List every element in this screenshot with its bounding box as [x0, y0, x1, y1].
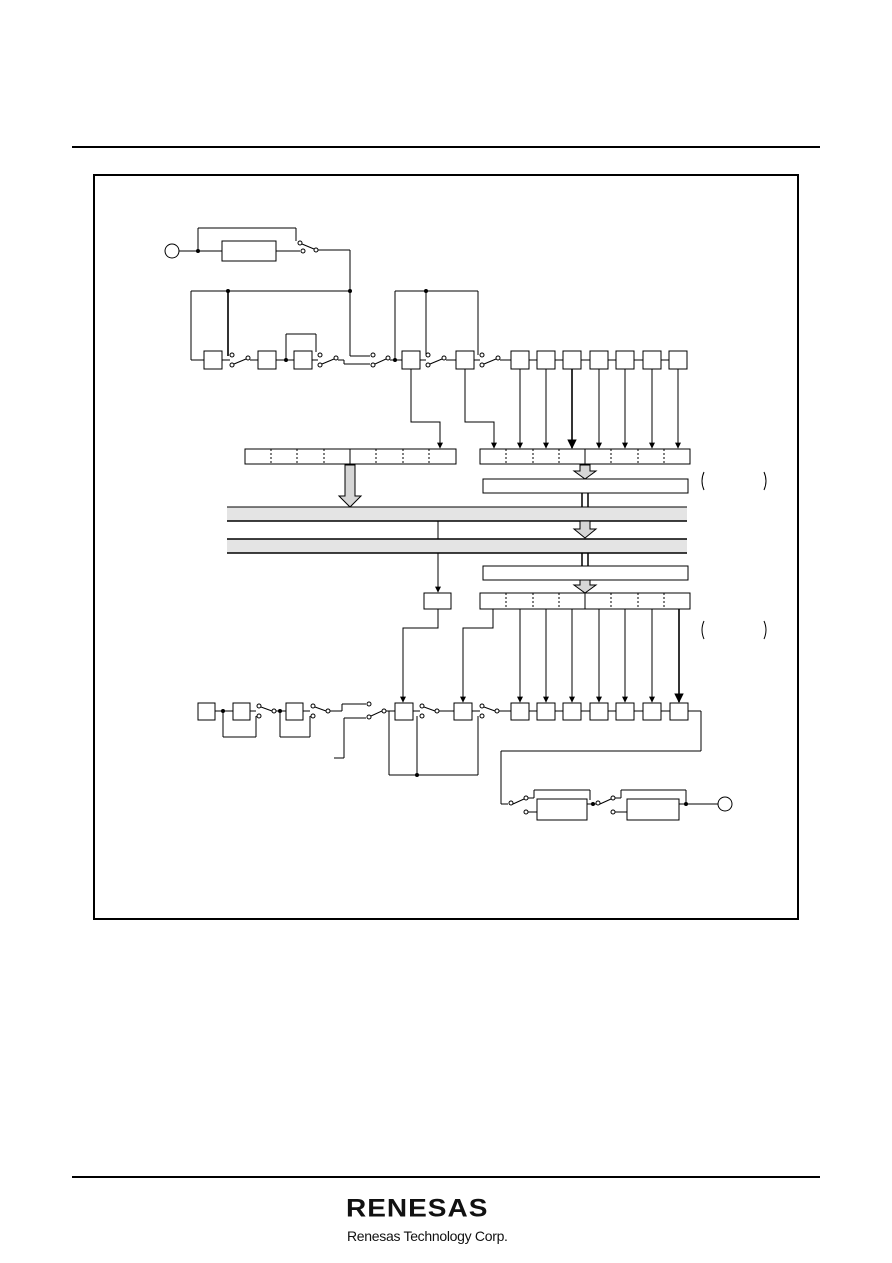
shift-register-cell	[536, 702, 556, 721]
status-latch	[423, 592, 452, 610]
shift-register-cell	[197, 702, 216, 721]
diagram-border	[93, 174, 799, 920]
shift-register-cell	[562, 702, 582, 721]
shift-register-cell	[510, 350, 530, 370]
shift-register-cell	[401, 350, 421, 370]
company-name: Renesas Technology Corp.	[347, 1228, 508, 1244]
shift-register-cell	[562, 350, 582, 370]
shift-register-cell	[285, 702, 304, 721]
shift-register-cell	[615, 702, 635, 721]
shift-register-cell	[615, 350, 635, 370]
footer-rule	[72, 1176, 820, 1178]
renesas-logo: RENESAS Renesas Technology Corp.	[346, 1194, 546, 1250]
upper-buffer-register	[482, 478, 689, 494]
output-terminal	[717, 796, 733, 812]
lower-buffer-register	[482, 565, 689, 581]
switch-contact	[297, 240, 303, 246]
switch-contact	[300, 248, 306, 254]
shift-register-cell	[536, 350, 556, 370]
input-filter-block	[221, 240, 277, 262]
output-filter-block-2	[626, 798, 680, 821]
shift-register-cell	[455, 350, 475, 370]
shift-register-cell	[257, 350, 277, 370]
shift-register-cell	[589, 350, 609, 370]
shift-register-cell	[293, 350, 313, 370]
input-terminal	[164, 243, 180, 259]
header-rule	[72, 146, 820, 148]
shift-register-cell	[510, 702, 530, 721]
data-bus-lower	[227, 539, 687, 553]
shift-register-cell	[668, 350, 688, 370]
output-filter-block-1	[536, 798, 588, 821]
logo-wordmark: RENESAS	[346, 1194, 489, 1222]
shift-register-cell	[394, 702, 414, 721]
shift-register-cell	[669, 702, 689, 721]
shift-register-cell	[203, 350, 223, 370]
switch-contact	[313, 247, 319, 253]
shift-register-cell	[453, 702, 473, 721]
data-bus-upper	[227, 507, 687, 521]
shift-register-cell	[642, 702, 662, 721]
shift-register-cell	[589, 702, 609, 721]
shift-register-cell	[232, 702, 251, 721]
shift-register-cell	[642, 350, 662, 370]
